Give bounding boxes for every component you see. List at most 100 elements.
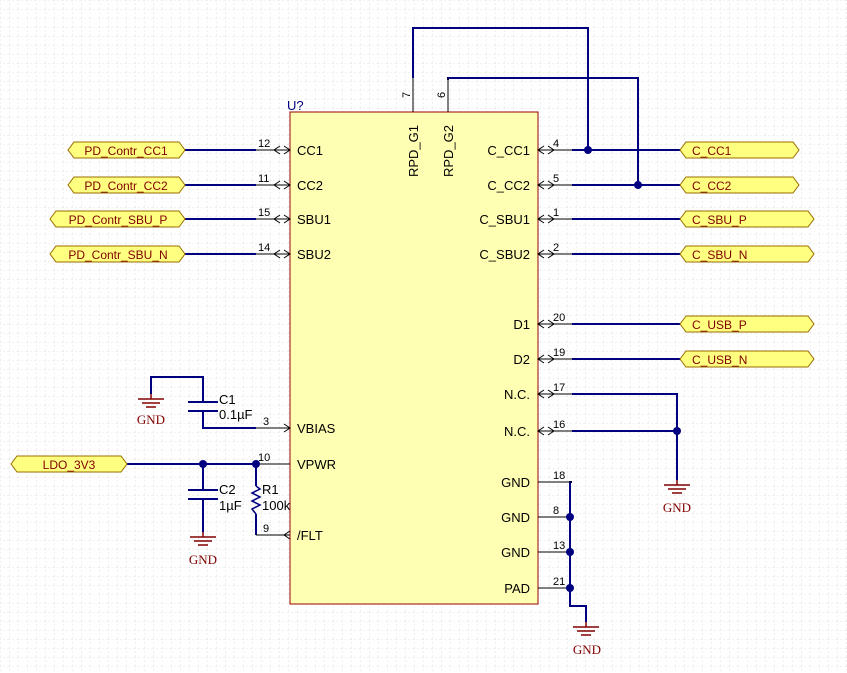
- pin-number: 6: [436, 92, 448, 98]
- port-label: LDO_3V3: [43, 458, 96, 472]
- port-label: C_CC2: [692, 179, 732, 193]
- pin-names: CC1 CC2 SBU1 SBU2 VBIAS VPWR /FLT RPD_G1…: [297, 125, 530, 596]
- pin-name: PAD: [504, 581, 530, 596]
- pin-name: GND: [501, 475, 530, 490]
- port-pd-contr-cc1[interactable]: PD_Contr_CC1: [67, 141, 186, 159]
- port-pd-contr-cc2[interactable]: PD_Contr_CC2: [67, 176, 186, 194]
- pin-number: 2: [553, 242, 559, 254]
- pin-number: 12: [258, 138, 270, 150]
- pin-name: GND: [501, 545, 530, 560]
- capacitor-c1[interactable]: C1 0.1µF: [188, 392, 253, 422]
- pin-number: 18: [553, 470, 565, 482]
- pin-name: SBU2: [297, 247, 331, 262]
- pin-number: 21: [553, 576, 565, 588]
- port-pd-contr-sbu-p[interactable]: PD_Contr_SBU_P: [49, 210, 186, 228]
- pin-name: CC1: [297, 143, 323, 158]
- port-ldo-3v3[interactable]: LDO_3V3: [10, 455, 128, 473]
- port-label: C_USB_N: [692, 353, 747, 367]
- pin-name: VBIAS: [297, 421, 336, 436]
- pin-numbers: 12 11 15 14 3 10 9 7 6 4 5 1 2 20 19 17 …: [258, 92, 565, 588]
- pin-number: 16: [553, 419, 565, 431]
- pin-name: /FLT: [297, 528, 323, 543]
- capacitor-c2[interactable]: C2 1µF: [188, 482, 242, 513]
- pin-name: GND: [501, 510, 530, 525]
- wire-rpd-g1[interactable]: [412, 27, 589, 150]
- c2-value: 1µF: [219, 498, 242, 513]
- port-c-usb-p[interactable]: C_USB_P: [679, 315, 815, 333]
- pin-number: 9: [263, 523, 269, 535]
- port-pd-contr-sbu-n[interactable]: PD_Contr_SBU_N: [49, 245, 186, 263]
- ground-symbols: [138, 394, 690, 636]
- pin-name: N.C.: [504, 424, 530, 439]
- ic-designator[interactable]: U?: [287, 98, 304, 113]
- pin-name: CC2: [297, 178, 323, 193]
- port-label: C_SBU_P: [692, 213, 747, 227]
- ic-body[interactable]: [289, 111, 539, 605]
- pin-number: 8: [553, 505, 559, 517]
- resistor-r1[interactable]: R1 100k: [250, 482, 291, 515]
- junctions: [199, 146, 681, 592]
- pin-number: 19: [553, 347, 565, 359]
- port-c-sbu-p[interactable]: C_SBU_P: [679, 210, 815, 228]
- pin-name: C_SBU2: [479, 247, 530, 262]
- ground-label: GND: [137, 412, 165, 427]
- pin-number: 11: [258, 173, 269, 185]
- port-label: C_SBU_N: [692, 248, 747, 262]
- junction-dot: [673, 427, 681, 435]
- pin-name: D1: [513, 317, 530, 332]
- wires: [127, 27, 680, 622]
- pin-number: 15: [258, 207, 270, 219]
- wire-vbias[interactable]: [202, 418, 256, 429]
- pin-name: C_SBU1: [479, 212, 530, 227]
- port-label: PD_Contr_CC1: [84, 144, 168, 158]
- pin-name: C_CC1: [487, 143, 530, 158]
- pin-name: VPWR: [297, 457, 336, 472]
- pin-number: 10: [258, 452, 270, 464]
- pin-number: 14: [258, 242, 270, 254]
- port-label: PD_Contr_SBU_N: [68, 248, 167, 262]
- pin-number: 13: [553, 540, 565, 552]
- ground-label: GND: [573, 642, 601, 657]
- port-c-cc2[interactable]: C_CC2: [679, 176, 800, 194]
- port-label: PD_Contr_SBU_P: [69, 213, 168, 227]
- c2-ref: C2: [219, 482, 236, 497]
- pin-name: RPD_G1: [406, 125, 421, 177]
- pin-io-markers: [273, 145, 555, 540]
- ground-icon[interactable]: [138, 394, 164, 408]
- c1-ref: C1: [219, 392, 236, 407]
- ground-label: GND: [663, 500, 691, 515]
- port-label: C_USB_P: [692, 318, 747, 332]
- c1-value: 0.1µF: [219, 407, 253, 422]
- pin-name: SBU1: [297, 212, 331, 227]
- ground-icon[interactable]: [664, 480, 690, 494]
- port-c-cc1[interactable]: C_CC1: [679, 141, 800, 159]
- pin-name: D2: [513, 352, 530, 367]
- pin-number: 20: [553, 312, 565, 324]
- port-c-sbu-n[interactable]: C_SBU_N: [679, 245, 815, 263]
- ground-icon[interactable]: [190, 532, 216, 546]
- gnd-pin-stubs: [570, 516, 572, 589]
- port-label: C_CC1: [692, 144, 732, 158]
- wire-nc17[interactable]: [572, 393, 678, 431]
- ground-label: GND: [189, 552, 217, 567]
- pin-number: 3: [263, 416, 269, 428]
- junction-dot: [634, 181, 642, 189]
- port-c-usb-n[interactable]: C_USB_N: [679, 350, 815, 368]
- junction-dot: [584, 146, 592, 154]
- pin-name: C_CC2: [487, 178, 530, 193]
- pin-number: 1: [553, 207, 559, 219]
- r1-value: 100k: [262, 498, 291, 513]
- pin-number: 7: [401, 92, 413, 98]
- port-label: PD_Contr_CC2: [84, 179, 168, 193]
- ground-icon[interactable]: [573, 622, 599, 636]
- wire-c1-gnd[interactable]: [150, 376, 204, 402]
- r1-ref: R1: [262, 482, 279, 497]
- pin-name: N.C.: [504, 387, 530, 402]
- ground-labels: GND GND GND GND: [137, 412, 691, 657]
- pin-name: RPD_G2: [441, 125, 456, 177]
- pin-number: 17: [553, 382, 565, 394]
- junction-dot: [199, 460, 207, 468]
- junction-dot: [252, 460, 260, 468]
- pin-number: 5: [553, 173, 559, 185]
